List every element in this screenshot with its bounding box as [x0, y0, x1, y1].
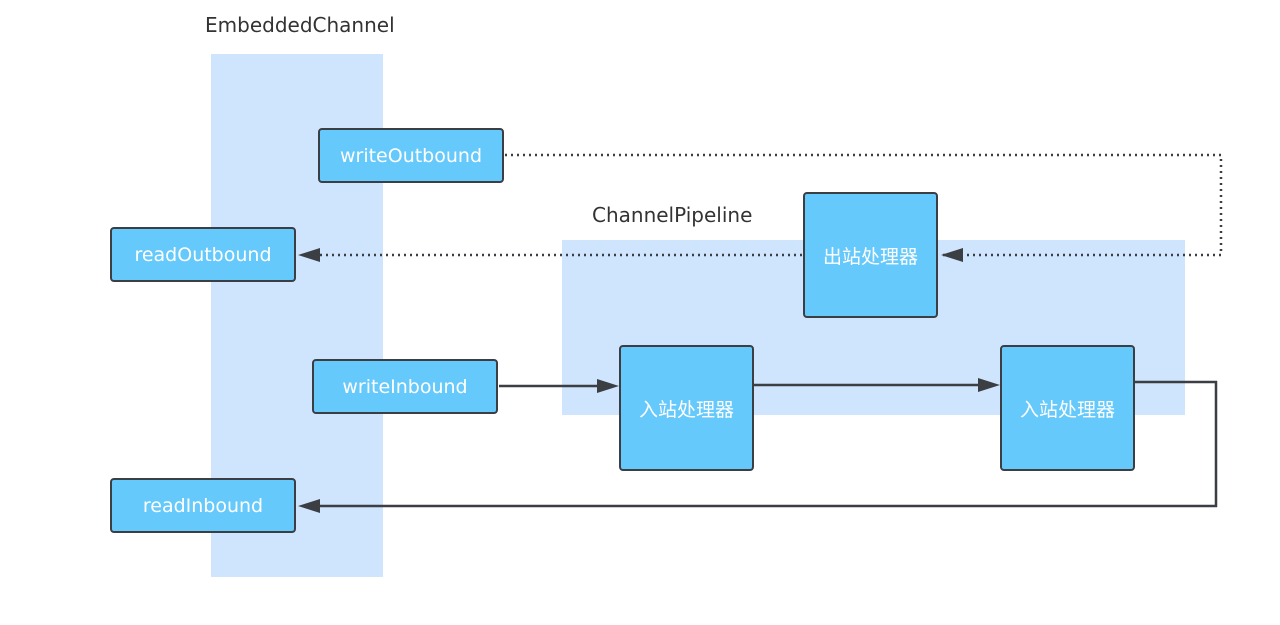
read-inbound-connector — [318, 380, 1218, 508]
write-outbound-connector — [505, 153, 1223, 257]
embedded-channel-title: EmbeddedChannel — [205, 13, 395, 37]
write-outbound-node[interactable]: writeOutbound — [318, 128, 504, 183]
inbound-handler-1-arrowhead — [597, 379, 619, 393]
read-inbound-node[interactable]: readInbound — [110, 478, 296, 533]
outbound-handler-arrowhead — [941, 248, 963, 262]
read-inbound-arrowhead — [298, 499, 320, 513]
inbound-handler-1-node[interactable]: 入站处理器 — [619, 345, 754, 471]
write-inbound-node[interactable]: writeInbound — [312, 359, 498, 414]
read-outbound-arrowhead — [298, 248, 320, 262]
read-outbound-node[interactable]: readOutbound — [110, 227, 296, 282]
outbound-handler-node[interactable]: 出站处理器 — [803, 192, 938, 318]
inbound-handler-2-arrowhead — [978, 378, 1000, 392]
inbound-handler-2-node[interactable]: 入站处理器 — [1000, 345, 1135, 471]
channel-pipeline-title: ChannelPipeline — [592, 203, 753, 227]
